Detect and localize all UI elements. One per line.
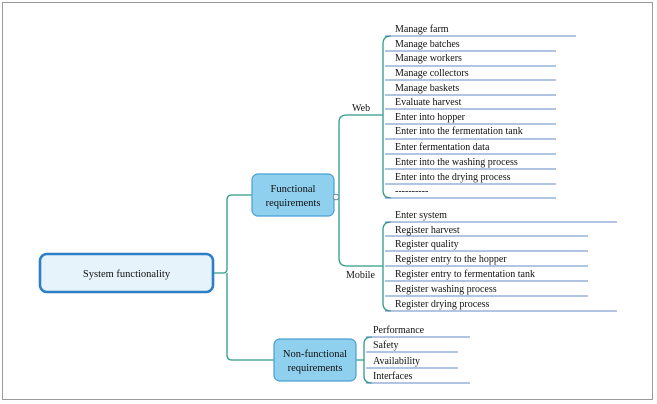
mobile-item: Register harvest — [395, 225, 460, 236]
web-item: Enter into the washing process — [395, 157, 518, 168]
mobile-item: Register entry to the hopper — [395, 254, 507, 265]
root-node-label: System functionality — [83, 269, 171, 280]
functional-requirements-node[interactable] — [251, 173, 335, 217]
web-items-bracket — [382, 35, 392, 199]
nonfunctional-item: Availability — [373, 356, 420, 367]
mobile-item-underlines — [385, 221, 617, 312]
web-item: ---------- — [395, 186, 428, 197]
mobile-items-bracket — [382, 221, 392, 312]
web-item: Manage batches — [395, 39, 460, 50]
nonfunctional-requirements-label-line1: Non-functional — [283, 349, 347, 360]
nonfunctional-requirements-label-line2: requirements — [288, 363, 343, 374]
connector-functional-mobile — [338, 197, 383, 267]
mobile-item: Enter system — [395, 210, 447, 221]
mobile-branch-label: Mobile — [346, 270, 375, 281]
mobile-item: Register drying process — [395, 299, 490, 310]
connector-root-functional — [214, 194, 252, 274]
web-item: Enter into the drying process — [395, 172, 511, 183]
web-item: Manage workers — [395, 53, 462, 64]
web-item: Enter fermentation data — [395, 142, 490, 153]
connector-root-nonfunctional — [226, 273, 274, 361]
web-item: Manage collectors — [395, 68, 469, 79]
nonfunctional-items-bracket — [363, 336, 373, 384]
web-item: Enter into hopper — [395, 112, 466, 123]
root-node[interactable] — [38, 252, 215, 294]
functional-requirements-label-line2: requirements — [266, 198, 321, 209]
web-branch-label: Web — [352, 103, 370, 114]
nonfunctional-requirements-node[interactable] — [273, 338, 357, 382]
web-item: Manage farm — [395, 24, 449, 35]
functional-requirements-label-line1: Functional — [271, 184, 316, 195]
mobile-items: Enter system Register harvest Register q… — [395, 210, 535, 310]
web-item: Manage baskets — [395, 83, 459, 94]
mobile-item: Register quality — [395, 239, 459, 250]
web-item: Evaluate harvest — [395, 97, 462, 108]
web-items: Manage farm Manage batches Manage worker… — [395, 24, 523, 197]
web-item: Enter into the fermentation tank — [395, 126, 523, 137]
nonfunctional-item-underlines — [366, 336, 470, 384]
nonfunctional-item: Interfaces — [373, 371, 413, 382]
connector-functional-web — [336, 114, 383, 198]
functional-collapse-knob[interactable] — [332, 193, 340, 201]
web-item-underlines — [385, 35, 576, 199]
mobile-item: Register washing process — [395, 284, 497, 295]
nonfunctional-items: Performance Safety Availability Interfac… — [373, 325, 425, 382]
nonfunctional-item: Safety — [373, 340, 399, 351]
nonfunctional-item: Performance — [373, 325, 425, 336]
mobile-item: Register entry to fermentation tank — [395, 269, 535, 280]
